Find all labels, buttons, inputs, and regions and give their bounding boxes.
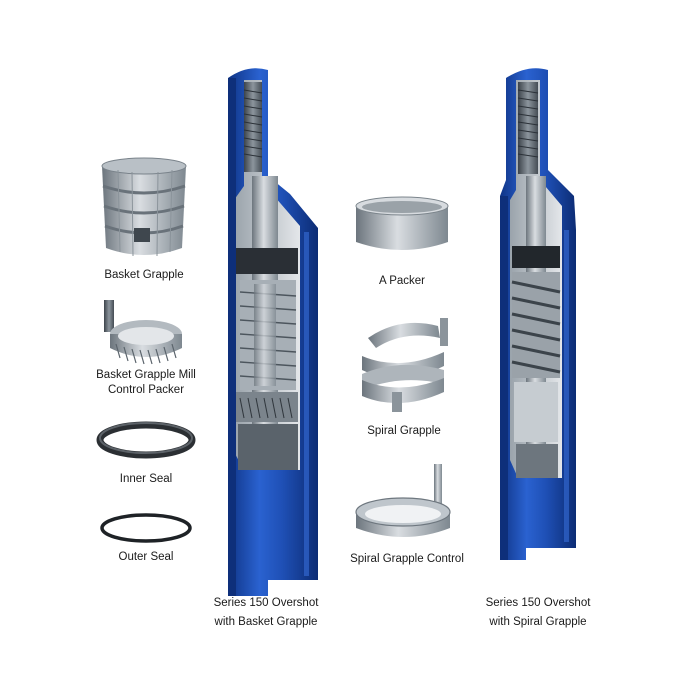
guide-interior [516, 444, 558, 478]
installed-spiral-grapple [511, 272, 561, 378]
packer-band [512, 246, 560, 268]
a-packer-label: A Packer [352, 274, 452, 289]
inner-seal-label: Inner Seal [96, 472, 196, 487]
mill-control-packer-label: Basket Grapple Mill Control Packer [68, 368, 224, 398]
label-text: Outer Seal [118, 551, 174, 563]
spiral-grapple-control-label: Spiral Grapple Control [332, 552, 482, 567]
caption-line-1: Series 150 Overshot [213, 597, 319, 609]
label-text: Spiral Grapple Control [350, 553, 464, 565]
mill-control-packer-icon [104, 300, 182, 365]
spiral-grapple-control-icon [355, 464, 451, 537]
packer-band [236, 248, 298, 274]
caption-line-2: with Spiral Grapple [489, 616, 587, 628]
spiral-grapple-icon [362, 318, 448, 412]
overshot-basket-grapple-tool [228, 68, 318, 596]
label-text: Basket Grapple [104, 269, 184, 281]
overshot-basket-caption: Series 150 Overshot with Basket Grapple [196, 596, 336, 630]
threaded-top-sub [243, 82, 263, 172]
basket-grapple-label: Basket Grapple [84, 268, 204, 283]
label-text: Inner Seal [119, 473, 173, 485]
a-packer-icon [355, 196, 449, 250]
spiral-control-section [514, 382, 558, 442]
threaded-top-sub [517, 82, 539, 174]
label-line-1: Basket Grapple Mill [96, 369, 196, 381]
caption-line-1: Series 150 Overshot [485, 597, 591, 609]
label-line-2: Control Packer [107, 384, 185, 396]
installed-basket-grapple [239, 280, 297, 390]
guide-interior [238, 424, 298, 470]
basket-grapple-icon [101, 157, 187, 257]
outer-seal-label: Outer Seal [96, 550, 196, 565]
overshot-spiral-caption: Series 150 Overshot with Spiral Grapple [468, 596, 608, 630]
inner-seal-ring-icon [96, 421, 196, 459]
label-text: Spiral Grapple [367, 425, 441, 437]
overshot-spiral-grapple-tool [500, 68, 576, 560]
caption-line-2: with Basket Grapple [214, 616, 318, 628]
installed-mill-control [236, 392, 298, 422]
outer-seal-ring-icon [100, 513, 192, 543]
spiral-grapple-label: Spiral Grapple [342, 424, 466, 439]
label-text: A Packer [378, 275, 426, 287]
